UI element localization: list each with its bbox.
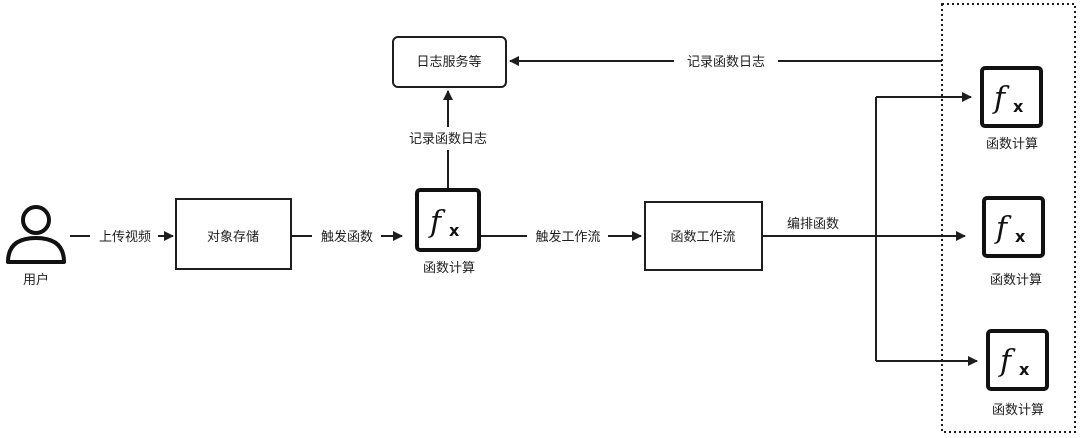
function-icon: f x <box>415 188 481 252</box>
edge-orchestrate-label: 编排函数 <box>787 217 839 232</box>
function-1-label: 函数计算 <box>986 137 1038 152</box>
svg-text:x: x <box>1019 360 1030 379</box>
edge-log-top-label: 记录函数日志 <box>687 55 765 70</box>
log-service-box <box>392 36 507 88</box>
edge-upload-label: 上传视频 <box>99 230 151 245</box>
workflow-label: 函数工作流 <box>670 230 735 245</box>
function-group-container <box>941 3 1076 433</box>
log-service-label: 日志服务等 <box>416 54 481 70</box>
user-icon <box>6 205 66 264</box>
function-icon: f x <box>982 196 1045 258</box>
edge-trigger-function-label: 触发函数 <box>321 229 373 245</box>
user-label: 用户 <box>23 272 49 288</box>
svg-text:x: x <box>449 221 460 240</box>
function-icon: f x <box>986 329 1049 391</box>
function-2-label: 函数计算 <box>990 273 1042 288</box>
svg-text:x: x <box>1013 97 1024 116</box>
function-main-label: 函数计算 <box>423 261 475 276</box>
function-icon: f x <box>980 66 1043 128</box>
edge-trigger-workflow-label: 触发工作流 <box>535 229 600 245</box>
svg-text:x: x <box>1015 227 1026 246</box>
object-storage-label: 对象存储 <box>207 230 259 245</box>
object-storage-box <box>175 198 292 270</box>
edge-log-up-label: 记录函数日志 <box>409 132 487 147</box>
function-3-label: 函数计算 <box>992 403 1044 418</box>
